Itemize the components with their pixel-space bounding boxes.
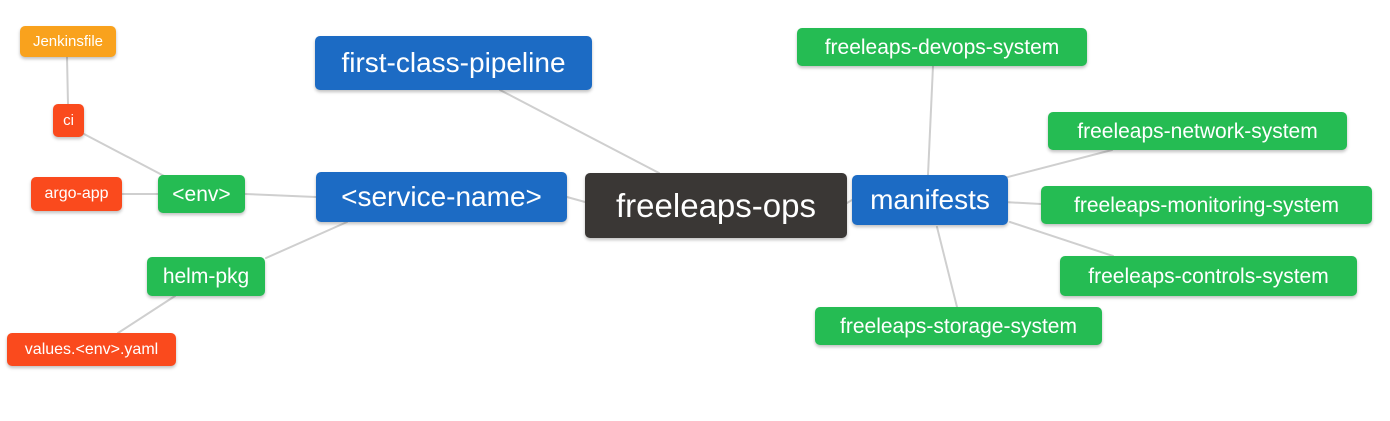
edge-ops-manifests: [846, 199, 853, 204]
edge-env-ci: [83, 133, 167, 178]
node-env[interactable]: <env>: [158, 175, 245, 213]
edge-service-name-helm-pkg: [265, 221, 348, 259]
edge-ci-jenkinsfile: [66, 56, 69, 105]
edge-ops-service-name: [566, 196, 586, 203]
node-jenkinsfile[interactable]: Jenkinsfile: [20, 26, 116, 57]
edge-ops-first-class-pipeline: [499, 89, 660, 174]
edge-manifests-network-system: [1003, 149, 1113, 179]
edge-manifests-storage-system: [936, 226, 958, 308]
node-freeleaps-monitoring-system[interactable]: freeleaps-monitoring-system: [1041, 186, 1372, 224]
node-manifests[interactable]: manifests: [852, 175, 1008, 225]
edge-service-name-env: [244, 193, 317, 198]
node-freeleaps-ops-root[interactable]: freeleaps-ops: [585, 173, 847, 238]
node-ci[interactable]: ci: [53, 104, 84, 137]
edge-helm-pkg-values: [117, 295, 176, 334]
node-service-name[interactable]: <service-name>: [316, 172, 567, 222]
node-values-env-yaml[interactable]: values.<env>.yaml: [7, 333, 176, 366]
edge-manifests-devops-system: [927, 65, 934, 176]
node-argo-app[interactable]: argo-app: [31, 177, 122, 211]
node-freeleaps-network-system[interactable]: freeleaps-network-system: [1048, 112, 1347, 150]
edge-manifests-controls-system: [1009, 221, 1114, 257]
node-first-class-pipeline[interactable]: first-class-pipeline: [315, 36, 592, 90]
node-helm-pkg[interactable]: helm-pkg: [147, 257, 265, 296]
node-freeleaps-controls-system[interactable]: freeleaps-controls-system: [1060, 256, 1357, 296]
node-freeleaps-storage-system[interactable]: freeleaps-storage-system: [815, 307, 1102, 345]
edge-manifests-monitoring-system: [1003, 201, 1042, 205]
node-freeleaps-devops-system[interactable]: freeleaps-devops-system: [797, 28, 1087, 66]
